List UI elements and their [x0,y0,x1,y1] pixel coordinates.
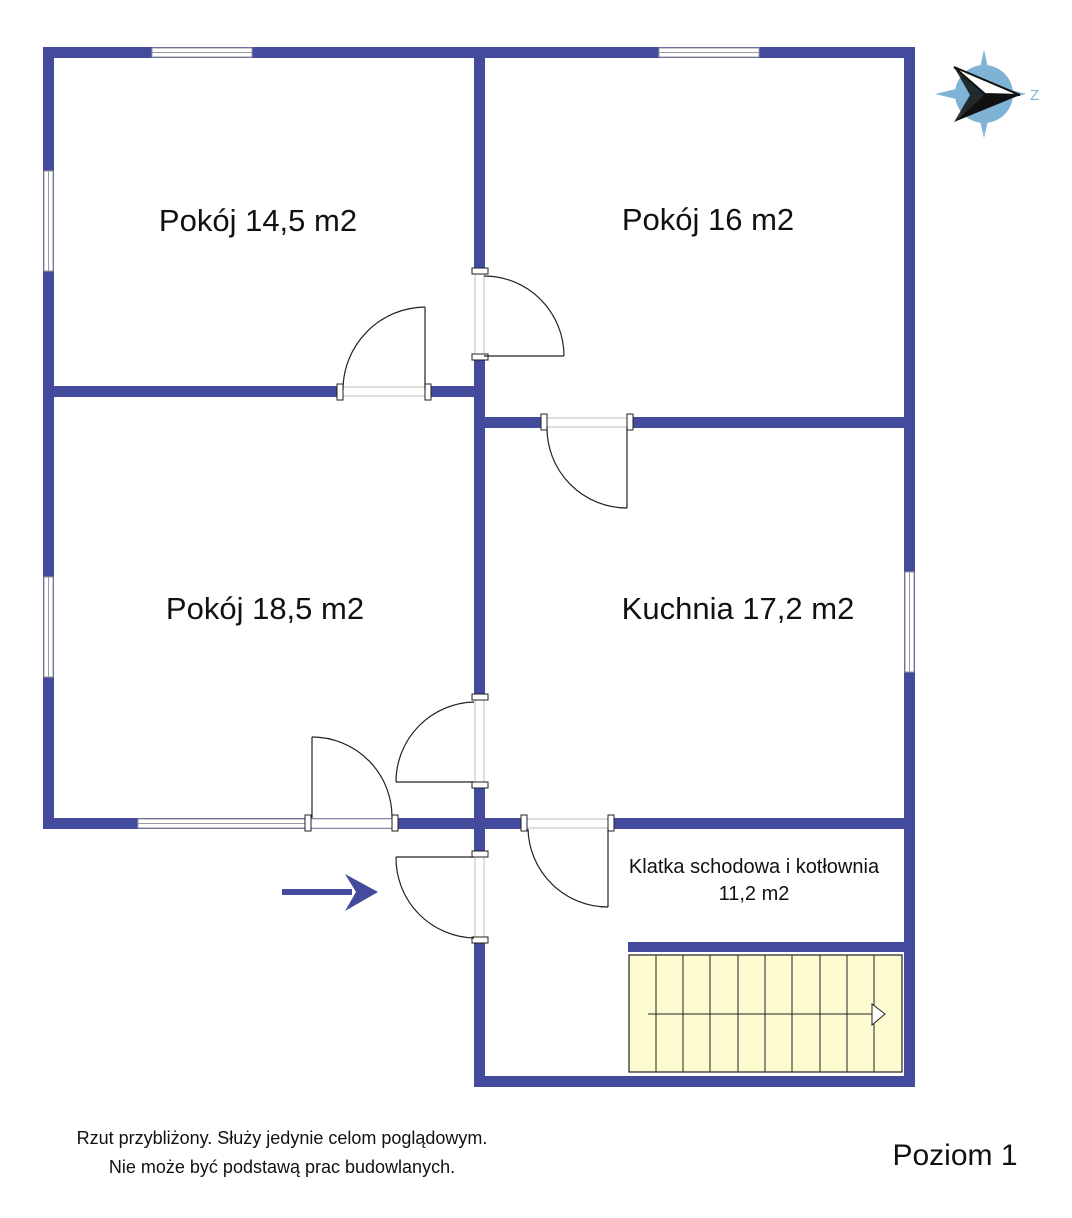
room-label-pokoj-18-5: Pokój 18,5 m2 [165,591,365,626]
compass-letter: Z [1030,87,1039,104]
door-swings [311,275,628,939]
room-label-pokoj-16: Pokój 16 m2 [621,202,795,237]
compass-icon: Z [935,50,1039,138]
level-label: Poziom 1 [892,1139,1018,1172]
room-label-kuchnia: Kuchnia 17,2 m2 [621,591,855,626]
windows [43,47,915,829]
disclaimer: Rzut przybliżony. Służy jedynie celom po… [77,1124,488,1182]
room-label-pokoj-14-5: Pokój 14,5 m2 [158,203,358,238]
stairwell-label-line1: Klatka schodowa i kotłownia [628,856,880,878]
disclaimer-line1: Rzut przybliżony. Służy jedynie celom po… [76,1128,488,1148]
stairwell-label-line2: 11,2 m2 [718,883,790,905]
door-jambs [304,267,634,944]
room-label-klatka-schodowa: Klatka schodowa i kotłownia 11,2 m2 [629,854,879,908]
disclaimer-line2: Nie może być podstawą prac budowlanych. [108,1157,456,1177]
stairs-direction-arrow [871,1002,886,1027]
entrance-arrow [282,874,378,911]
staircase [628,954,903,1073]
